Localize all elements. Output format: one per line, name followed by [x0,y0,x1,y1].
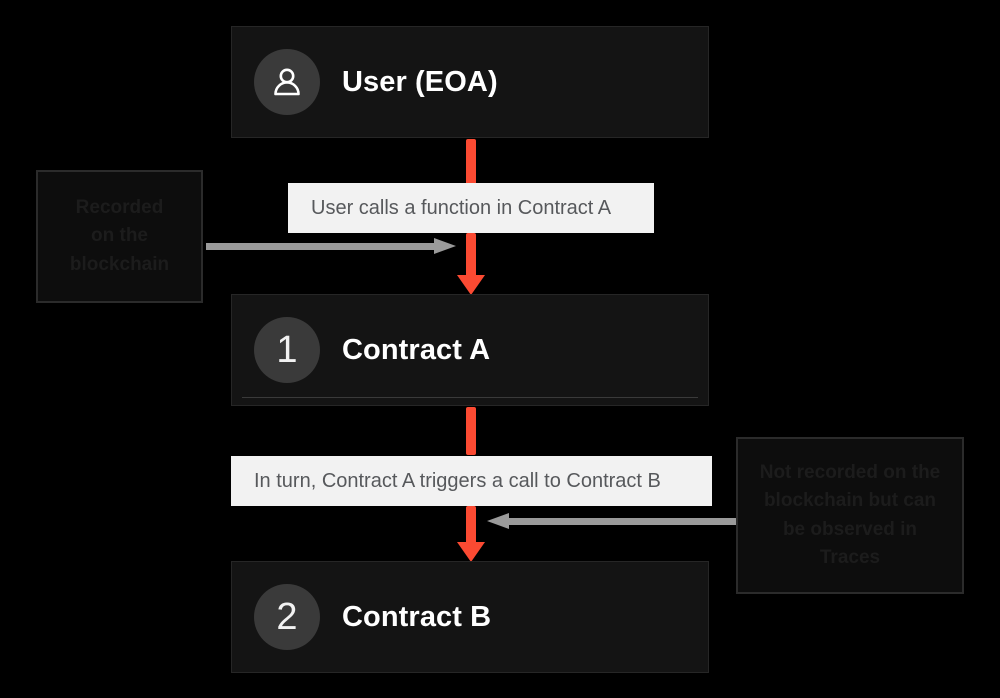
arrowhead-down-icon [457,542,485,562]
caption-contract-a-triggers: In turn, Contract A triggers a call to C… [231,456,712,506]
node-contract-b[interactable]: 2 Contract B [231,561,709,673]
node-user[interactable]: User (EOA) [231,26,709,138]
arrowhead-right-icon [434,238,456,254]
node-contract-a-label: Contract A [342,333,491,366]
arrow-shaft [466,506,476,544]
annotation-line: on the [91,225,148,247]
pointer-arrow-not-recorded [487,513,736,529]
connector-contract-a-to-contract-b [457,506,485,562]
connector-contract-a-to-caption [464,407,478,455]
person-avatar-badge [254,49,320,115]
annotation-line: Traces [819,546,881,568]
arrow-shaft [466,233,476,277]
connector-user-to-caption [464,139,478,185]
pointer-arrow-recorded [206,238,456,254]
arrow-shaft [466,139,476,185]
node-user-label: User (EOA) [342,65,498,98]
caption-user-calls: User calls a function in Contract A [288,183,654,233]
annotation-line: blockchain but can [763,490,937,512]
annotation-recorded-on-blockchain: Recorded on the blockchain [36,170,203,303]
node-contract-a[interactable]: 1 Contract A [231,294,709,406]
annotation-line: be observed in [782,518,918,540]
arrowhead-down-icon [457,275,485,295]
arrow-shaft [509,518,736,525]
annotation-line: Not recorded on the [759,462,941,484]
step-number-badge-2: 2 [254,584,320,650]
step-number-badge-1: 1 [254,317,320,383]
annotation-not-recorded-traces: Not recorded on the blockchain but can b… [736,437,964,594]
annotation-line: blockchain [69,253,170,275]
arrow-shaft [206,243,438,250]
person-icon [274,68,300,96]
arrow-shaft [466,407,476,455]
node-contract-b-label: Contract B [342,600,492,633]
annotation-line: Recorded [75,197,164,219]
connector-user-to-contract-a [457,233,485,295]
arrowhead-left-icon [487,513,509,529]
